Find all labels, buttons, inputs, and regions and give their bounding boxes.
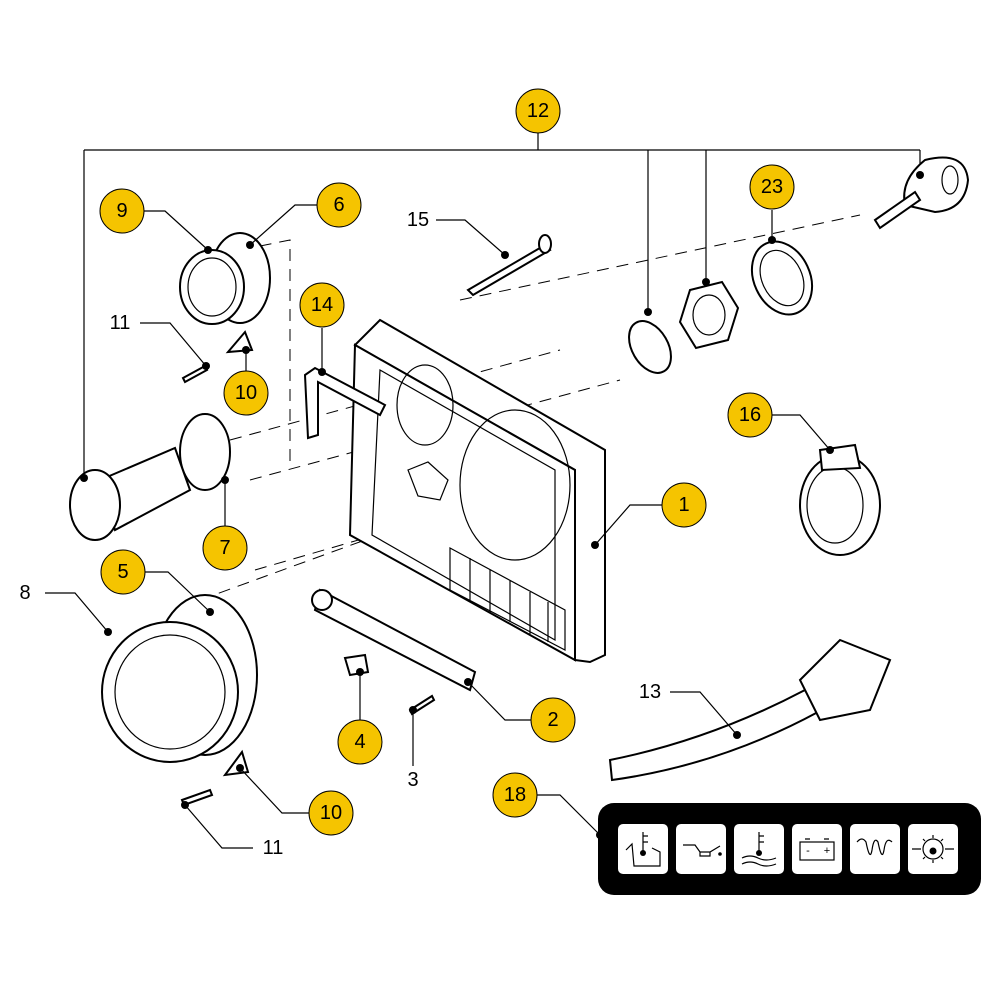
svg-text:16: 16 bbox=[739, 404, 761, 426]
callout-9: 9 bbox=[99, 188, 145, 234]
air-filter-icon bbox=[908, 824, 958, 874]
svg-text:10: 10 bbox=[235, 382, 257, 404]
ring-23 bbox=[750, 240, 814, 316]
bolt-15 bbox=[466, 234, 552, 297]
glow-plug-icon bbox=[850, 824, 900, 874]
callout-10-bottom: 10 bbox=[308, 790, 354, 836]
svg-text:10: 10 bbox=[320, 802, 342, 824]
callout-18: 18 bbox=[492, 772, 538, 818]
label-3: 3 bbox=[407, 769, 418, 791]
callout-5: 5 bbox=[100, 549, 146, 595]
label-11-bottom: 11 bbox=[263, 837, 284, 859]
callout-2: 2 bbox=[530, 697, 576, 743]
svg-text:12: 12 bbox=[527, 100, 549, 122]
coolant-temperature-icon bbox=[734, 824, 784, 874]
svg-text:2: 2 bbox=[547, 709, 558, 731]
label-11-top: 11 bbox=[110, 312, 131, 334]
label-8: 8 bbox=[19, 582, 30, 604]
battery-plus: + bbox=[824, 845, 830, 857]
instrument-panel-housing bbox=[348, 318, 606, 664]
callout-10-top: 10 bbox=[223, 370, 269, 416]
callout-12: 12 bbox=[515, 88, 561, 134]
callout-6: 6 bbox=[316, 182, 362, 228]
svg-text:4: 4 bbox=[354, 731, 365, 753]
battery-minus: - bbox=[806, 845, 810, 857]
ignition-switch bbox=[69, 413, 231, 541]
gauge-9 bbox=[179, 232, 271, 325]
svg-text:6: 6 bbox=[333, 194, 344, 216]
callout-1: 1 bbox=[661, 482, 707, 528]
svg-text:23: 23 bbox=[761, 176, 783, 198]
callout-16: 16 bbox=[727, 392, 773, 438]
callout-14: 14 bbox=[299, 282, 345, 328]
callout-7: 7 bbox=[202, 525, 248, 571]
callout-23: 23 bbox=[749, 164, 795, 210]
bracket-14 bbox=[303, 366, 387, 440]
cable-13 bbox=[608, 638, 892, 782]
ignition-key bbox=[873, 156, 970, 230]
oil-pressure-icon bbox=[676, 824, 726, 874]
svg-text:14: 14 bbox=[311, 294, 333, 316]
engine-temperature-icon bbox=[618, 824, 668, 874]
hex-nut bbox=[678, 280, 740, 350]
harness-12-leaders bbox=[83, 133, 921, 478]
svg-text:5: 5 bbox=[117, 561, 128, 583]
label-13: 13 bbox=[639, 681, 661, 703]
svg-text:9: 9 bbox=[116, 200, 127, 222]
svg-text:1: 1 bbox=[678, 494, 689, 516]
mounting-bar-2 bbox=[311, 588, 477, 692]
battery-charge-icon: - + bbox=[792, 824, 842, 874]
clip-10-bottom bbox=[222, 749, 250, 777]
cover-16 bbox=[799, 443, 881, 556]
svg-text:7: 7 bbox=[219, 537, 230, 559]
callout-4: 4 bbox=[337, 719, 383, 765]
warning-light-panel: - + bbox=[598, 803, 981, 895]
gauge-8 bbox=[101, 594, 258, 763]
label-15: 15 bbox=[407, 209, 429, 231]
svg-text:18: 18 bbox=[504, 784, 526, 806]
ring-seal bbox=[628, 320, 672, 374]
leader-lines bbox=[45, 204, 831, 849]
screw-11-top bbox=[181, 364, 209, 384]
